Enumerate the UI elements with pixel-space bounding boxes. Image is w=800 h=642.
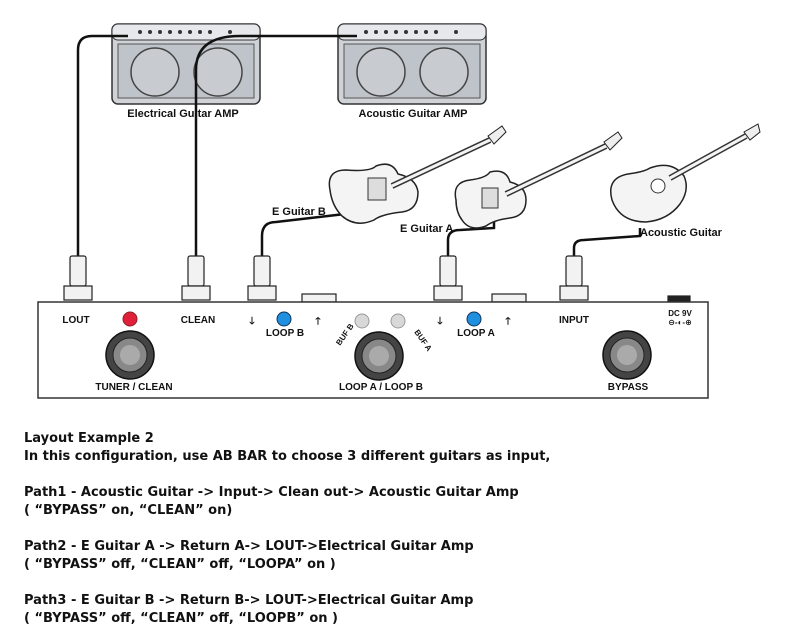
path1-text: Path1 - Acoustic Guitar -> Input-> Clean… (24, 485, 519, 500)
loop-b-send-jack (301, 293, 337, 303)
red-led (122, 311, 138, 327)
dc-polarity-icon: ⊖-◐-⊕ (668, 318, 692, 327)
description-intro: In this configuration, use AB BAR to cho… (24, 449, 551, 464)
loop-a-jack (433, 255, 463, 301)
dc-label: DC 9V (668, 309, 692, 318)
loop-a-label: LOOP A (457, 328, 495, 339)
e-guitar-a-icon (454, 131, 623, 229)
e-guitar-b-icon (328, 125, 507, 224)
path2-state: ( “BYPASS” off, “CLEAN” off, “LOOPA” on … (24, 557, 336, 572)
path3-state: ( “BYPASS” off, “CLEAN” off, “LOOPB” on … (24, 611, 338, 626)
electrical-guitar-amp (111, 23, 261, 105)
buf-a-led (390, 313, 406, 329)
arrow-up-icon: 🡑 (505, 316, 510, 327)
loop-a-send-jack (491, 293, 527, 303)
electrical-amp-label: Electrical Guitar AMP (127, 108, 238, 120)
loop-ab-label: LOOP A / LOOP B (339, 382, 423, 393)
loop-a-led (466, 311, 482, 327)
acoustic-guitar-label: Acoustic Guitar (640, 227, 723, 239)
input-jack (559, 255, 589, 301)
jacks (63, 255, 691, 303)
bypass-footswitch[interactable] (602, 330, 652, 380)
tuner-clean-label: TUNER / CLEAN (95, 382, 172, 393)
path3-text: Path3 - E Guitar B -> Return B-> LOUT->E… (24, 593, 474, 608)
description-title: Layout Example 2 (24, 431, 154, 446)
bypass-label: BYPASS (608, 382, 649, 393)
acoustic-amp-label: Acoustic Guitar AMP (359, 108, 468, 120)
lout-label: LOUT (62, 315, 89, 326)
acoustic-guitar-amp (337, 23, 487, 105)
loop-b-label: LOOP B (266, 328, 304, 339)
clean-jack (181, 255, 211, 301)
pedal-routing-diagram: Electrical Guitar AMP Acoustic Guitar AM… (37, 23, 761, 399)
loop-b-jack (247, 255, 277, 301)
input-label: INPUT (559, 315, 589, 326)
loop-b-led (276, 311, 292, 327)
loop-ab-footswitch[interactable] (354, 331, 404, 381)
e-guitar-a-label: E Guitar A (400, 223, 453, 235)
path1-state: ( “BYPASS” on, “CLEAN” on) (24, 503, 233, 518)
arrow-up-icon: 🡑 (315, 316, 320, 327)
dc-jack (667, 295, 691, 303)
buf-b-led (354, 313, 370, 329)
path2-text: Path2 - E Guitar A -> Return A-> LOUT->E… (24, 539, 474, 554)
arrow-down-icon: 🡓 (437, 316, 442, 327)
layout-description: Layout Example 2 In this configuration, … (24, 430, 784, 628)
arrow-down-icon: 🡓 (249, 316, 254, 327)
e-guitar-b-label: E Guitar B (272, 206, 326, 218)
cables (76, 34, 642, 258)
lout-jack (63, 255, 93, 301)
clean-label: CLEAN (181, 315, 215, 326)
acoustic-guitar-icon (610, 123, 761, 223)
tuner-clean-footswitch[interactable] (105, 330, 155, 380)
